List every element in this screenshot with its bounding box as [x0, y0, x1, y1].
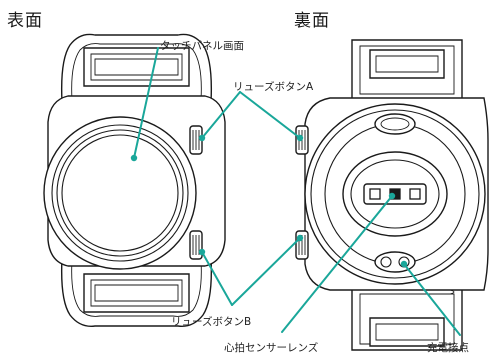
leader-crown-b-front [201, 251, 233, 306]
leader-dot-touch-panel [130, 154, 138, 162]
back-upper-oval [374, 113, 416, 135]
leader-lines [130, 47, 461, 336]
leader-dot-crown-a-front [198, 134, 206, 142]
leader-crown-a-front [201, 91, 241, 139]
heart-sensor-label: 心拍センサーレンズ [224, 342, 319, 354]
leader-dot-heart-sensor [388, 192, 396, 200]
leader-touch-panel [133, 47, 159, 159]
leader-crown-a-back [239, 91, 301, 139]
touch-panel-screen [61, 134, 179, 252]
crown-b-label: リューズボタンB [171, 316, 252, 328]
leader-heart-sensor [281, 195, 393, 333]
front-heading: 表面 [7, 11, 43, 31]
front-case [43, 116, 197, 270]
front-watch [43, 33, 226, 327]
leader-charge-contacts [403, 263, 461, 336]
back-heading: 裏面 [294, 11, 330, 31]
leader-dot-charge-contacts [400, 260, 408, 268]
leader-crown-b-back [231, 237, 301, 306]
charge-contacts-label: 充電接点 [427, 342, 469, 354]
leader-dot-crown-b-back [296, 234, 304, 242]
front-bottom-strap [60, 257, 213, 327]
front-top-strap [60, 33, 213, 103]
crown-a-label: リューズボタンA [233, 81, 314, 93]
back-top-strap [351, 39, 463, 101]
leader-dot-crown-a-back [296, 134, 304, 142]
leader-dot-crown-b-front [198, 248, 206, 256]
touch-panel-label: タッチパネル画面 [160, 40, 244, 52]
